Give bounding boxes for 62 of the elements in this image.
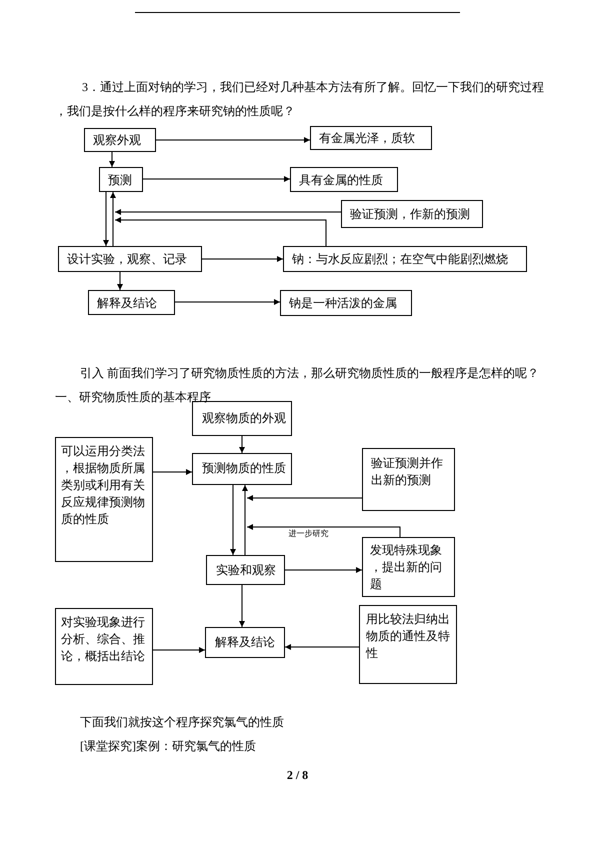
process-box (359, 605, 457, 684)
box-label: 钠：与水反应剧烈；在空气中能剧烈燃烧 (292, 251, 508, 267)
process-box (310, 126, 432, 150)
paragraph: 引入 前面我们学习了研究物质性质的方法，那么研究物质性质的一般程序是怎样的呢？ (80, 365, 539, 381)
process-box (341, 200, 483, 228)
process-box (58, 246, 202, 272)
box-label: 用比较法归纳出物质的通性及特性 (366, 612, 450, 660)
process-box (280, 290, 412, 316)
process-box (99, 167, 143, 192)
box-label: 有金属光泽，质软 (319, 130, 415, 146)
process-box (84, 128, 156, 152)
box-label: 观察物质的外观 (202, 411, 286, 425)
arrow (246, 495, 362, 501)
arrow (109, 152, 115, 168)
process-box (55, 437, 153, 562)
arrow (152, 647, 206, 653)
paragraph: [课堂探究]案例：研究氯气的性质 (80, 738, 256, 754)
box-label: 发现特殊现象，提出新的问题 (370, 543, 442, 591)
box-label: 观察外观 (93, 132, 141, 148)
process-box (362, 537, 455, 597)
arrow (230, 484, 236, 556)
box-label: 预测物质的性质 (202, 461, 286, 475)
process-box (362, 448, 455, 511)
process-box (205, 627, 285, 658)
box-label: 解释及结论 (97, 294, 157, 310)
process-box (192, 401, 292, 436)
box-label: 解释及结论 (215, 635, 275, 649)
arrow (117, 272, 123, 290)
arrow (284, 644, 360, 650)
arrow (246, 524, 400, 538)
arrow (284, 567, 362, 573)
paragraph: 下面我们就按这个程序探究氯气的性质 (80, 714, 284, 730)
arrow (110, 192, 116, 246)
arrow (103, 192, 109, 246)
process-box (290, 167, 398, 192)
edge-label: 进一步研究 (288, 529, 330, 539)
process-box (88, 290, 175, 315)
arrow (174, 299, 280, 305)
box-label: 可以运用分类法，根据物质所属类别或利用有关反应规律预测物质的性质 (61, 444, 145, 526)
box-label: 验证预测，作新的预测 (350, 206, 470, 222)
arrow (114, 217, 326, 246)
box-label: 验证预测并作出新的预测 (371, 456, 443, 487)
arrow (242, 484, 248, 556)
arrow (142, 176, 290, 182)
arrow (202, 256, 284, 262)
box-label: 设计实验，观察、记录 (67, 251, 187, 267)
process-box (283, 246, 527, 272)
box-label: 对实验现象进行分析、综合、推论，概括出结论 (61, 615, 145, 663)
box-label: 具有金属的性质 (299, 172, 383, 188)
box-label: 钠是一种活泼的金属 (289, 295, 397, 311)
arrow (239, 436, 245, 454)
page-number: 2 / 8 (286, 767, 308, 783)
arrow (239, 584, 245, 628)
box-label: 实验和观察 (216, 563, 276, 577)
box-label: 预测 (108, 172, 132, 188)
paragraph: 3．通过上面对钠的学习，我们已经对几种基本方法有所了解。回忆一下我们的研究过程，我们是按什么样的程序来研究钠的性质呢？ (55, 79, 545, 120)
process-box (192, 453, 292, 485)
process-box (206, 555, 285, 585)
arrow (152, 469, 192, 475)
process-box (55, 608, 153, 685)
arrow (156, 137, 310, 143)
arrow (114, 209, 342, 215)
